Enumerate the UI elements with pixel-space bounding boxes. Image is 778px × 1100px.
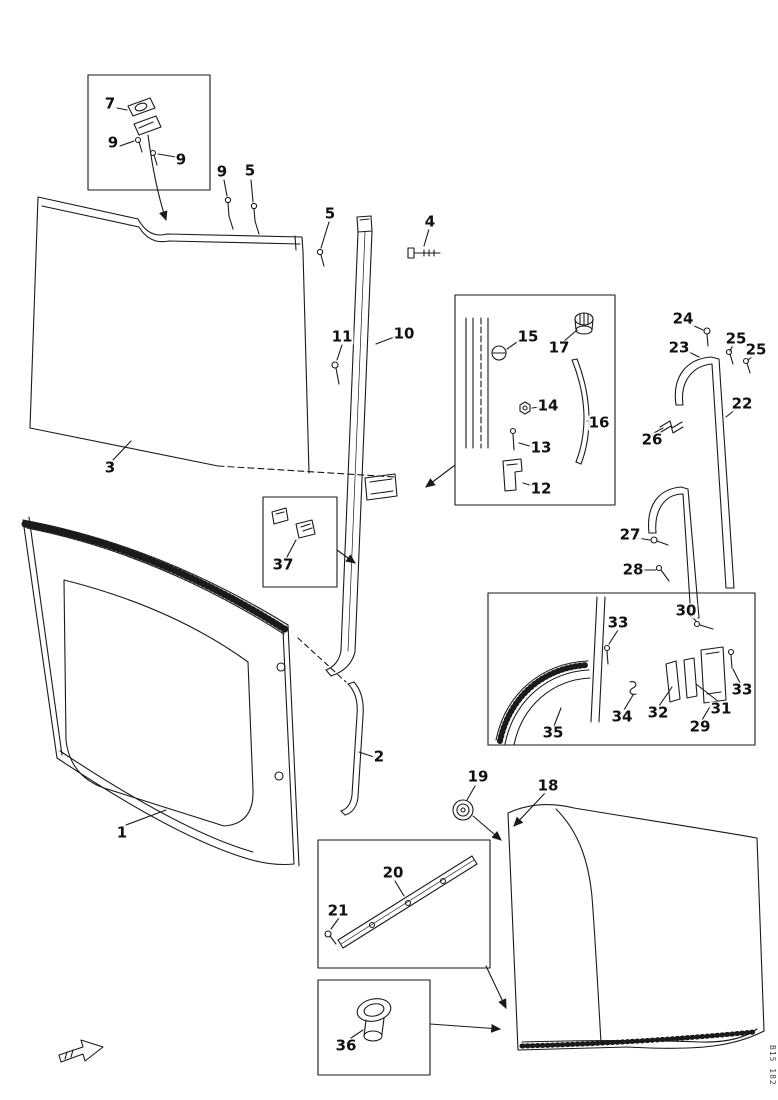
leader-lines: [113, 324, 753, 827]
inset-frame-hinge-assembly-detail: [488, 593, 755, 745]
inset-frame-clip-37-detail: [263, 497, 337, 587]
pillar-strip-10-art: [326, 216, 397, 676]
panel-3-art: [30, 197, 309, 473]
panel-1-art: [23, 517, 299, 866]
grommet-19-art: [453, 786, 502, 841]
plate-code: B15 182: [768, 1045, 777, 1086]
inset-hinge-detail-art: [117, 98, 176, 222]
inset-bracket-20-detail-art: [325, 856, 506, 1009]
top-fasteners-art: [224, 180, 440, 266]
inset-frames: [88, 75, 755, 1075]
inset-frame-bracket-20-detail: [318, 840, 490, 968]
inset-frame-plug-36-detail: [318, 980, 430, 1075]
direction-arrow-icon: [59, 1040, 103, 1062]
inset-frame-fastener-detail: [455, 295, 615, 505]
run-channel-2-art: [341, 682, 363, 815]
inset-frame-hinge-detail: [88, 75, 210, 190]
inset-plug-36-detail-art: [351, 996, 502, 1041]
dashed-reference-lines: [218, 466, 395, 682]
inset-hinge-assembly-detail-art: [496, 597, 740, 745]
inset-fastener-detail-art: [425, 313, 593, 491]
inset-clip-37-detail-art: [272, 508, 356, 564]
run-channel-22-art: [649, 328, 750, 618]
door-panel-18-art: [508, 805, 764, 1050]
